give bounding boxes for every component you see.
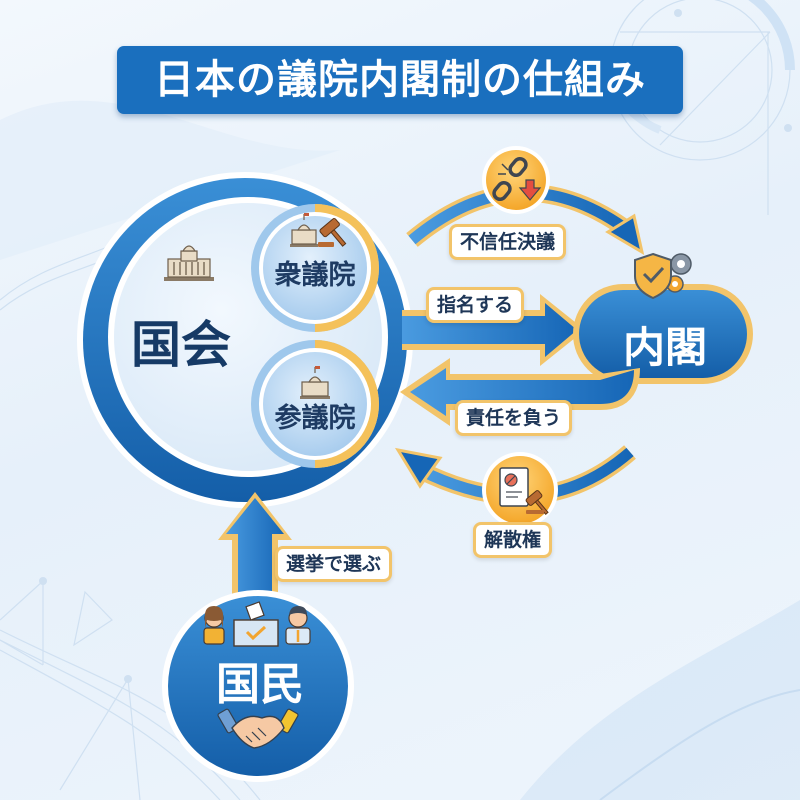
edge-label-responsibility: 責任を負う bbox=[455, 400, 573, 436]
kokkai-label: 国会 bbox=[131, 316, 231, 374]
document-gavel-icon bbox=[482, 452, 558, 528]
handshake-icon bbox=[217, 708, 299, 749]
broken-chain-icon bbox=[482, 146, 550, 214]
page-title: 日本の議院内閣制の仕組み bbox=[117, 46, 683, 114]
edge-label-dissolution: 解散権 bbox=[473, 522, 553, 558]
kokumin-label: 国民 bbox=[216, 659, 304, 710]
naikaku-label: 内閣 bbox=[622, 323, 707, 372]
sangiin-label: 参議院 bbox=[274, 403, 356, 434]
kokkai-node bbox=[77, 172, 413, 508]
voters-ballot-box-icon bbox=[203, 601, 311, 647]
shield-check-gears-icon bbox=[634, 252, 692, 300]
sangiin-node bbox=[251, 340, 379, 468]
diet-building-gavel-icon bbox=[290, 213, 347, 247]
edge-label-election: 選挙で選ぶ bbox=[275, 546, 393, 582]
naikaku-node bbox=[573, 284, 753, 384]
shugiin-label: 衆議院 bbox=[274, 260, 356, 291]
edge-label-nominate: 指名する bbox=[426, 287, 525, 323]
election-arrow bbox=[218, 492, 292, 600]
edge-label-no-confidence: 不信任決議 bbox=[449, 224, 567, 260]
diet-building-icon bbox=[164, 245, 214, 281]
diet-building-icon bbox=[300, 366, 330, 399]
